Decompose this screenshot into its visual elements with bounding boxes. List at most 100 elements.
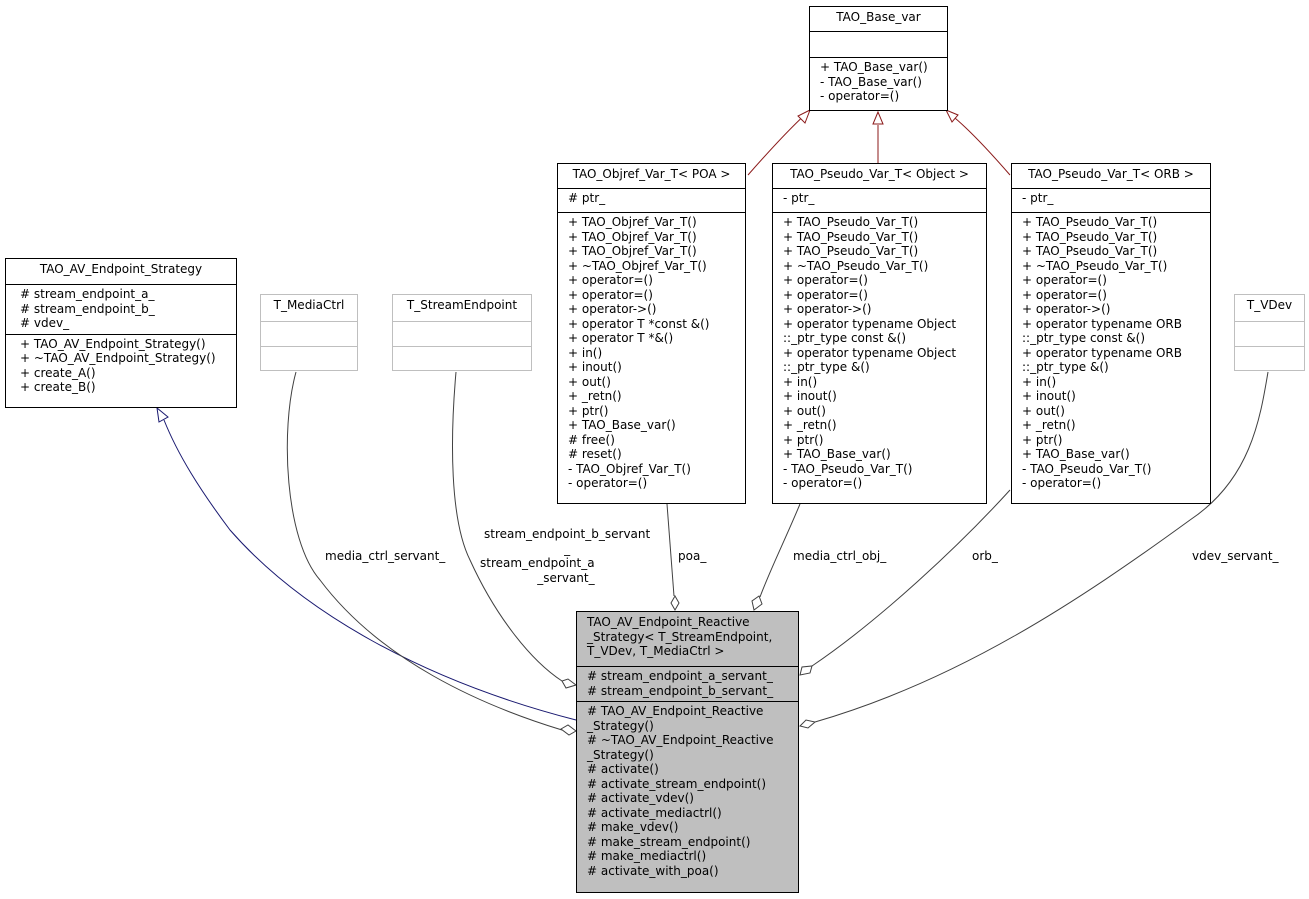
edge-label-poa: poa_ — [678, 549, 707, 563]
class-operations: # TAO_AV_Endpoint_Reactive_Strategy()# ~… — [577, 701, 798, 881]
inheritance-arrowhead — [872, 110, 884, 125]
class-objref-var-poa[interactable]: TAO_Objref_Var_T< POA > # ptr_ + TAO_Obj… — [557, 163, 746, 504]
class-attributes — [261, 321, 357, 346]
operation: + ~TAO_AV_Endpoint_Strategy() — [20, 351, 216, 365]
operation: # activate_with_poa() — [587, 863, 719, 878]
inheritance-arrowhead — [156, 406, 169, 423]
operation: + ~TAO_Objref_Var_T() — [568, 258, 707, 273]
operation: + ~TAO_Pseudo_Var_T() — [783, 258, 929, 273]
operation: + _retn() — [568, 389, 622, 403]
class-title: T_MediaCtrl — [273, 298, 345, 312]
edge-label-vdev-servant: vdev_servant_ — [1192, 549, 1279, 563]
attribute: # ptr_ — [568, 191, 606, 205]
operation: - operator=() — [568, 476, 648, 490]
operation: # make_mediactrl() — [587, 849, 707, 863]
operation: # activate_mediactrl() — [587, 805, 722, 820]
usage-edge-orb — [811, 489, 1011, 667]
attribute: # stream_endpoint_b_ — [20, 301, 155, 316]
operation: + operator=() — [1022, 273, 1107, 287]
operation: - TAO_Pseudo_Var_T() — [1022, 461, 1152, 476]
operation: + TAO_Pseudo_Var_T() — [1022, 229, 1158, 244]
operation: # free() — [568, 432, 615, 447]
inheritance-arrowhead — [944, 109, 959, 123]
operation: # activate_vdev() — [587, 791, 694, 805]
attribute: # vdev_ — [20, 316, 70, 330]
class-title: TAO_Base_var — [836, 10, 921, 24]
operation: + ptr() — [568, 403, 609, 418]
edge-label-stream-endpoint-a-servant: stream_endpoint_a _servant_ — [480, 556, 595, 585]
class-attributes: - ptr_ — [773, 188, 986, 212]
operation: + in() — [1022, 374, 1057, 389]
operation: _Strategy() — [587, 747, 654, 762]
aggregation-diamond — [561, 678, 578, 689]
aggregation-diamond — [670, 594, 680, 612]
usage-edge-media-ctrl-obj — [759, 503, 801, 598]
class-operations: + TAO_Pseudo_Var_T()+ TAO_Pseudo_Var_T()… — [1012, 212, 1210, 494]
operation: + operator=() — [568, 273, 653, 287]
class-t-vdev[interactable]: T_VDev — [1234, 294, 1305, 371]
class-attributes: - ptr_ — [1012, 188, 1210, 212]
usage-edge-vdev-servant — [814, 371, 1269, 723]
class-operations: + TAO_AV_Endpoint_Strategy() + ~TAO_AV_E… — [6, 333, 236, 398]
operation: + _retn() — [1022, 418, 1076, 432]
operation: + TAO_Base_var() — [820, 60, 928, 74]
edge-label-media-ctrl-obj: media_ctrl_obj_ — [793, 549, 887, 563]
class-pseudo-var-orb[interactable]: TAO_Pseudo_Var_T< ORB > - ptr_ + TAO_Pse… — [1011, 163, 1211, 504]
class-operations: + TAO_Base_var() - TAO_Base_var() - oper… — [810, 57, 947, 107]
class-attributes — [393, 321, 531, 346]
class-operations — [1235, 346, 1304, 370]
class-title: TAO_Pseudo_Var_T< ORB > — [1028, 167, 1194, 181]
operation: - TAO_Objref_Var_T() — [568, 461, 691, 476]
operation: ::_ptr_type const &() — [783, 331, 906, 345]
operation: + operator typename ORB — [1022, 316, 1182, 331]
operation: # TAO_AV_Endpoint_Reactive — [587, 704, 764, 718]
operation: # make_stream_endpoint() — [587, 834, 751, 849]
operation: + ptr() — [1022, 432, 1063, 447]
class-pseudo-var-object[interactable]: TAO_Pseudo_Var_T< Object > - ptr_ + TAO_… — [772, 163, 987, 504]
inheritance-arrowhead — [797, 108, 811, 124]
edge-label-orb: orb_ — [972, 549, 998, 563]
class-title: TAO_Pseudo_Var_T< Object > — [790, 167, 969, 181]
class-av-endpoint-strategy[interactable]: TAO_AV_Endpoint_Strategy # stream_endpoi… — [5, 258, 237, 408]
operation: + operator T *&() — [568, 331, 674, 345]
attribute: - ptr_ — [783, 191, 815, 205]
operation: + create_B() — [20, 380, 96, 394]
operation: # activate() — [587, 762, 659, 776]
class-attributes — [810, 31, 947, 57]
aggregation-diamond — [799, 719, 817, 729]
attribute: # stream_endpoint_b_servant_ — [587, 683, 774, 698]
class-t-streamendpoint[interactable]: T_StreamEndpoint — [392, 294, 532, 371]
operation: + inout() — [1022, 389, 1076, 403]
class-t-mediactrl[interactable]: T_MediaCtrl — [260, 294, 358, 371]
operation: + TAO_Pseudo_Var_T() — [1022, 244, 1158, 258]
class-title: TAO_AV_Endpoint_Strategy — [39, 262, 203, 276]
operation: + operator->() — [1022, 302, 1111, 316]
attribute: - ptr_ — [1022, 191, 1054, 205]
operation: + out() — [568, 374, 611, 389]
class-tao-base-var[interactable]: TAO_Base_var + TAO_Base_var() - TAO_Base… — [809, 6, 948, 111]
class-attributes: # stream_endpoint_a_servant_ # stream_en… — [577, 666, 798, 701]
aggregation-diamond — [799, 665, 813, 676]
class-operations — [393, 346, 531, 370]
operation: + operator=() — [1022, 287, 1107, 302]
class-operations: + TAO_Pseudo_Var_T()+ TAO_Pseudo_Var_T()… — [773, 212, 986, 494]
class-title: T_StreamEndpoint — [406, 298, 518, 312]
class-reactive-strategy[interactable]: TAO_AV_Endpoint_Reactive _Strategy< T_St… — [576, 611, 799, 893]
operation: + operator->() — [783, 302, 872, 316]
operation: - operator=() — [783, 476, 863, 490]
class-title: TAO_AV_Endpoint_Reactive _Strategy< T_St… — [587, 615, 773, 658]
operation: - operator=() — [1022, 476, 1102, 490]
class-title: T_VDev — [1246, 298, 1293, 312]
operation: + TAO_Pseudo_Var_T() — [783, 244, 919, 258]
usage-edge-stream-endpoint-servants — [452, 371, 563, 682]
aggregation-diamond — [751, 595, 763, 611]
operation: + in() — [783, 374, 818, 389]
operation: # make_vdev() — [587, 820, 679, 834]
operation: - TAO_Base_var() — [820, 74, 922, 89]
operation: # activate_stream_endpoint() — [587, 776, 767, 791]
operation: + inout() — [783, 389, 837, 403]
operation: _Strategy() — [587, 718, 654, 733]
operation: ::_ptr_type const &() — [1022, 331, 1145, 345]
operation: + TAO_Objref_Var_T() — [568, 229, 697, 244]
